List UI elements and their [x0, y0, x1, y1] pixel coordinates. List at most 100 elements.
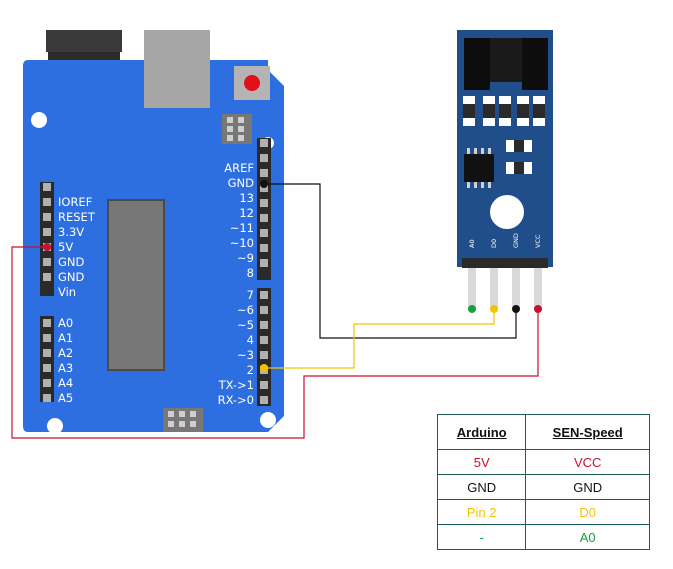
pin-label: ~10 — [230, 236, 254, 250]
module-pin[interactable] — [490, 268, 498, 308]
comparator-chip — [464, 154, 494, 182]
mount-hole-tl — [31, 112, 47, 128]
cell-sensor: D0 — [525, 499, 650, 525]
digital-pin[interactable] — [260, 214, 268, 222]
pin-label: GND — [58, 255, 85, 269]
digital-pin[interactable] — [260, 306, 268, 314]
icsp-pin — [190, 411, 196, 417]
wire-signal — [264, 309, 495, 369]
pin-label: ~6 — [237, 303, 254, 317]
power-pin[interactable] — [43, 183, 51, 191]
pin-label: RESET — [58, 210, 96, 224]
analog-pin[interactable] — [43, 364, 51, 372]
digital-pin[interactable] — [260, 229, 268, 237]
table-row: - A0 — [436, 524, 650, 550]
chip-leg — [481, 148, 484, 154]
chip-leg — [481, 182, 484, 188]
analog-pin[interactable] — [43, 334, 51, 342]
pin-label: A4 — [58, 376, 73, 390]
pin-label: A2 — [58, 346, 73, 360]
wire-gnd — [264, 183, 517, 339]
digital-pin[interactable] — [260, 381, 268, 389]
mount-hole-br — [260, 412, 276, 428]
digital-pin[interactable] — [260, 169, 268, 177]
cell-sensor: A0 — [525, 524, 650, 550]
pin-label: 7 — [247, 288, 254, 302]
digital-pin[interactable] — [260, 291, 268, 299]
chip-leg — [488, 182, 491, 188]
smd-capacitor-body — [514, 140, 524, 152]
pin-label: ~5 — [237, 318, 254, 332]
cell-arduino: Pin 2 — [436, 499, 527, 525]
icsp-pin — [227, 135, 233, 141]
smd-resistor-body — [533, 104, 545, 118]
pin-label: ~9 — [237, 251, 254, 265]
analog-pin[interactable] — [43, 319, 51, 327]
pin-label: RX->0 — [218, 393, 254, 407]
power-pin[interactable] — [43, 198, 51, 206]
power-pin[interactable] — [43, 228, 51, 236]
digital-pin[interactable] — [260, 259, 268, 267]
module-pin[interactable] — [468, 268, 476, 308]
analog-pin[interactable] — [43, 349, 51, 357]
pin-label: IOREF — [58, 195, 92, 209]
header-digital-bottom — [257, 288, 271, 406]
pin-label: GND — [228, 176, 255, 190]
wires — [11, 180, 539, 439]
pin-label: A1 — [58, 331, 73, 345]
table-header-row: Arduino SEN-Speed — [436, 414, 650, 450]
module-pin[interactable] — [512, 268, 520, 308]
analog-pin[interactable] — [43, 379, 51, 387]
optical-slot-left — [464, 38, 490, 90]
pin-label: ~11 — [230, 221, 254, 235]
module-pin-end[interactable] — [468, 305, 476, 313]
table-row: 5V VCC — [436, 449, 650, 475]
digital-pin[interactable] — [260, 139, 268, 147]
power-pin[interactable] — [43, 258, 51, 266]
pin-label: ~3 — [237, 348, 254, 362]
table-row: GND GND — [436, 474, 650, 500]
pin-label: 8 — [247, 266, 254, 280]
smd-resistor-body — [499, 104, 511, 118]
pin-label: GND — [58, 270, 85, 284]
header-analog — [40, 316, 54, 402]
mount-hole-bl — [47, 418, 63, 434]
digital-pin[interactable] — [260, 154, 268, 162]
digital-pin[interactable] — [260, 396, 268, 404]
reset-button[interactable] — [244, 75, 260, 91]
digital-pin[interactable] — [260, 321, 268, 329]
module-pin-label: VCC — [534, 234, 542, 248]
cell-arduino: - — [436, 524, 527, 550]
pin-label: 3.3V — [58, 225, 84, 239]
cell-sensor: VCC — [525, 449, 650, 475]
usb-port — [144, 30, 210, 108]
icsp-header-top — [222, 114, 252, 144]
wire-end-signal — [260, 364, 268, 372]
digital-pin[interactable] — [260, 199, 268, 207]
board-pin-labels: IOREFRESET3.3V5VGNDGNDVinA0A1A2A3A4A5ARE… — [58, 161, 254, 407]
pin-label: 13 — [239, 191, 254, 205]
digital-pin[interactable] — [260, 351, 268, 359]
icsp-pin — [238, 117, 244, 123]
smd-resistor-body — [483, 104, 495, 118]
potentiometer[interactable] — [490, 195, 524, 229]
pin-label: Vin — [58, 285, 76, 299]
connection-table: Arduino SEN-Speed 5V VCC GND GND Pin 2 D… — [436, 414, 650, 550]
digital-pin[interactable] — [260, 244, 268, 252]
digital-pin[interactable] — [260, 336, 268, 344]
power-pin[interactable] — [43, 213, 51, 221]
header-sen-speed: SEN-Speed — [525, 414, 650, 450]
module-pin-label: D0 — [490, 239, 498, 248]
wire-end-gnd — [260, 180, 268, 188]
power-pin[interactable] — [43, 273, 51, 281]
pin-label: 4 — [247, 333, 254, 347]
cell-arduino: 5V — [436, 449, 527, 475]
analog-pin[interactable] — [43, 394, 51, 402]
module-pin[interactable] — [534, 268, 542, 308]
cell-arduino: GND — [436, 474, 527, 500]
pin-label: A3 — [58, 361, 73, 375]
optical-slot-right — [522, 38, 548, 90]
module-pins — [468, 268, 542, 313]
